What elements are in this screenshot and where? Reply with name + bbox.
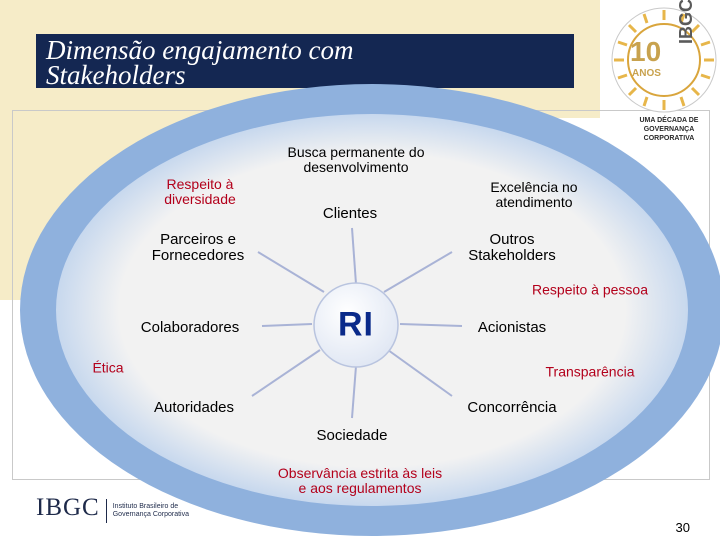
page-number: 30: [675, 520, 690, 535]
connectors: [251, 227, 463, 419]
logo-brand: IBGC: [676, 0, 696, 44]
stakeholder-colaboradores: Colaboradores: [140, 319, 240, 336]
value-excelencia: Excelência no atendimento: [490, 179, 578, 210]
connector-parceiros: [257, 251, 325, 293]
center-node-ri: RI: [338, 305, 374, 344]
title-line-1: Dimensão engajamento com: [46, 35, 354, 65]
connector-outros: [383, 251, 453, 293]
connector-concorrencia: [387, 349, 453, 397]
center-circle: [313, 282, 399, 368]
logo-caption: UMA DÉCADA DE GOVERNANÇA CORPORATIVA: [639, 117, 699, 142]
stakeholder-parceiros: Parceiros e Fornecedores: [151, 231, 245, 264]
connector-sociedade: [351, 365, 357, 419]
stakeholder-sociedade: Sociedade: [316, 427, 388, 444]
connector-acionistas: [399, 323, 463, 327]
value-busca: Busca permanente do desenvolvimento: [287, 144, 425, 175]
logo-anos: ANOS: [632, 68, 661, 79]
stakeholder-concorrencia: Concorrência: [467, 399, 557, 416]
ibgc-10-anos-logo: 10 ANOS IBGC UMA DÉCADA DE GOVERNANÇA CO…: [596, 0, 720, 154]
stakeholder-autoridades: Autoridades: [153, 399, 235, 416]
stakeholder-outros: Outros Stakeholders: [468, 231, 556, 264]
title-line-2: Stakeholders: [46, 60, 186, 90]
logo-number: 10: [630, 36, 662, 67]
value-transparencia: Transparência: [545, 363, 635, 380]
connector-colaboradores: [261, 323, 313, 327]
footer-sub-line1: Instituto Brasileiro de: [112, 502, 179, 510]
stakeholder-acionistas: Acionistas: [477, 319, 547, 336]
connector-autoridades: [251, 349, 321, 397]
value-respeito-diversidade: Respeito à diversidade: [164, 176, 236, 207]
seal-graphic: [611, 7, 717, 113]
value-respeito-pessoa: Respeito à pessoa: [532, 281, 648, 298]
footer-separator: [105, 498, 107, 523]
footer-sub-line2: Governança Corporativa: [112, 510, 189, 518]
connector-clientes: [351, 227, 357, 285]
slide-title: Dimensão engajamento com Stakeholders: [36, 34, 574, 90]
value-etica: Ética: [92, 359, 124, 376]
stakeholder-clientes: Clientes: [322, 205, 378, 222]
value-observancia: Observância estrita às leis e aos regula…: [277, 465, 443, 496]
footer-brand: IBGC: [36, 494, 100, 521]
